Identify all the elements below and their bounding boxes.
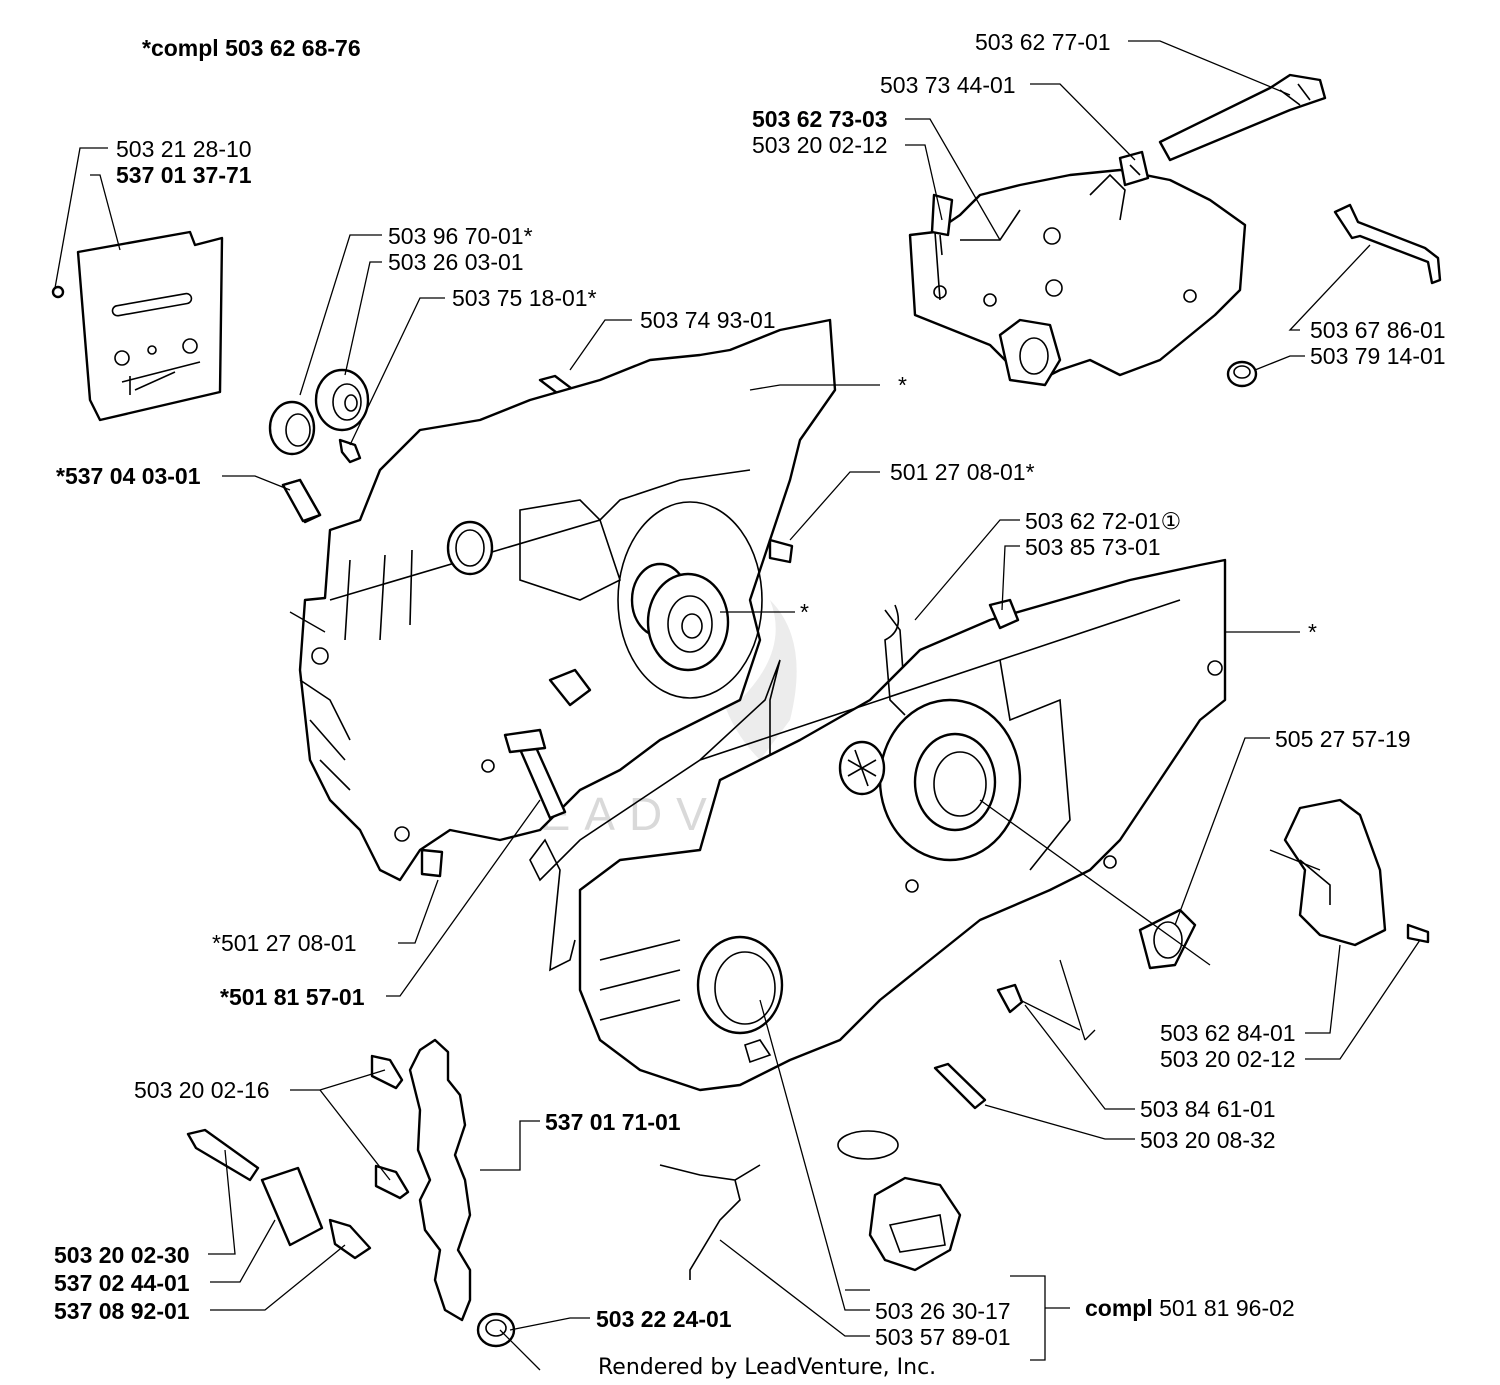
part-label-537-08-92-01: 537 08 92-01 <box>54 1298 190 1324</box>
fuel-cap-drawing <box>659 1130 962 1280</box>
part-label-503-62-72-01: 503 62 72-01① <box>1025 508 1181 534</box>
part-label-501-27-08-01-b: *501 27 08-01 <box>212 930 357 956</box>
left-crankcase-drawing <box>298 318 837 882</box>
side-cover-drawing <box>933 798 1430 1110</box>
guide-plate-drawing <box>51 230 224 422</box>
part-label-503-20-02-12-a: 503 20 02-12 <box>752 132 888 158</box>
choke-rod-drawing <box>884 604 906 716</box>
part-label-503-84-61-01: 503 84 61-01 <box>1140 1096 1276 1122</box>
leader-lines <box>54 40 1421 1371</box>
part-label-537-01-37-71: 537 01 37-71 <box>116 162 252 188</box>
part-drawings <box>51 73 1442 1348</box>
assembly-label: *compl 503 62 68-76 <box>142 35 361 61</box>
part-label-503-85-73-01: 503 85 73-01 <box>1025 534 1161 560</box>
compl-assembly-label: compl 501 81 96-02 <box>1085 1295 1295 1321</box>
part-label-503-21-28-10: 503 21 28-10 <box>116 136 252 162</box>
part-label-503-79-14-01: 503 79 14-01 <box>1310 343 1446 369</box>
part-label-501-27-08-01-a: 501 27 08-01* <box>890 459 1035 485</box>
circled-note-icon: ① <box>1161 508 1182 534</box>
part-label-503-20-02-12-b: 503 20 02-12 <box>1160 1046 1296 1072</box>
part-label-503-22-24-01: 503 22 24-01 <box>596 1306 732 1332</box>
part-label-503-57-89-01: 503 57 89-01 <box>875 1324 1011 1350</box>
pins-drawing <box>281 478 794 878</box>
part-labels: *compl 503 62 68-76 503 21 28-10 537 01 … <box>54 29 1446 1350</box>
choke-link-drawing <box>1226 203 1442 388</box>
throttle-trigger-drawing <box>1118 73 1327 187</box>
asterisk-marker-3: * <box>1308 619 1317 645</box>
part-label-503-20-02-16: 503 20 02-16 <box>134 1077 270 1103</box>
part-label-503-96-70-01: 503 96 70-01* <box>388 223 533 249</box>
part-label-503-20-08-32: 503 20 08-32 <box>1140 1127 1276 1153</box>
part-label-503-62-73-03: 503 62 73-03 <box>752 106 888 132</box>
right-crankcase-drawing <box>578 558 1227 1092</box>
part-label-503-75-18-01: 503 75 18-01* <box>452 285 597 311</box>
part-label-503-20-02-30: 503 20 02-30 <box>54 1242 190 1268</box>
asterisk-marker-1: * <box>898 372 907 398</box>
top-cover-drawing <box>908 168 1247 387</box>
part-label-503-26-30-17: 503 26 30-17 <box>875 1298 1011 1324</box>
part-label-503-26-03-01: 503 26 03-01 <box>388 249 524 275</box>
part-label-537-04-03-01: *537 04 03-01 <box>56 463 201 489</box>
part-label-503-62-84-01: 503 62 84-01 <box>1160 1020 1296 1046</box>
part-label-501-81-57-01: *501 81 57-01 <box>220 984 365 1010</box>
part-label-537-02-44-01: 537 02 44-01 <box>54 1270 190 1296</box>
part-label-503-62-77-01: 503 62 77-01 <box>975 29 1111 55</box>
part-label-537-01-71-01: 537 01 71-01 <box>545 1109 681 1135</box>
chain-guard-drawing <box>186 1038 516 1348</box>
footer-credit: Rendered by LeadVenture, Inc. <box>598 1355 936 1380</box>
part-label-503-67-86-01: 503 67 86-01 <box>1310 317 1446 343</box>
part-label-503-73-44-01: 503 73 44-01 <box>880 72 1016 98</box>
asterisk-marker-2: * <box>800 599 809 625</box>
part-label-503-74-93-01: 503 74 93-01 <box>640 307 776 333</box>
part-label-505-27-57-19: 505 27 57-19 <box>1275 726 1411 752</box>
